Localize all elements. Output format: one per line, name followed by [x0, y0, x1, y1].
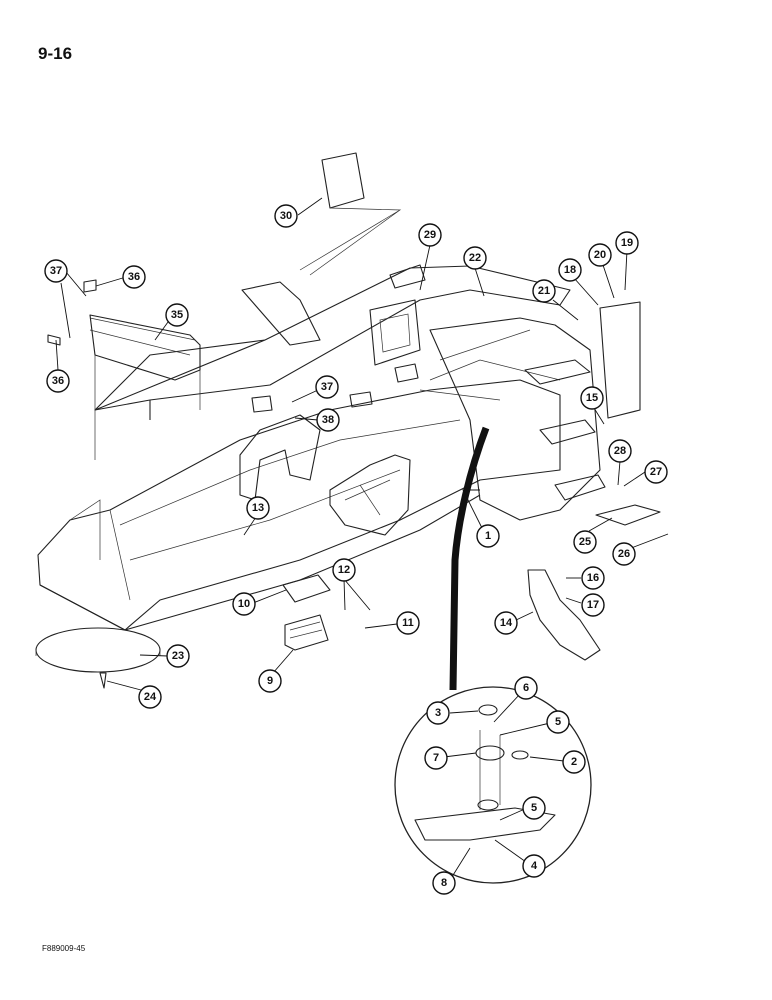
svg-text:38: 38 — [322, 414, 334, 426]
svg-text:23: 23 — [172, 650, 184, 662]
step-tread-middle — [539, 419, 596, 445]
callout-5-bottom: 5 — [522, 796, 546, 820]
callout-2: 2 — [562, 750, 586, 774]
svg-text:17: 17 — [587, 599, 599, 611]
panel-30 — [321, 152, 365, 209]
callout-19: 19 — [615, 231, 639, 255]
page-number: 9-16 — [38, 44, 73, 63]
callout-15: 15 — [580, 386, 604, 410]
svg-text:36: 36 — [128, 271, 140, 283]
callout-25: 25 — [573, 530, 597, 554]
svg-text:22: 22 — [469, 252, 481, 264]
callout-37-top: 37 — [44, 259, 68, 283]
callout-9: 9 — [258, 669, 282, 693]
detail-circle — [394, 686, 592, 884]
svg-text:15: 15 — [586, 392, 598, 404]
callout-11: 11 — [396, 611, 420, 635]
callout-17: 17 — [581, 593, 605, 617]
callout-1: 1 — [476, 524, 500, 548]
callout-5-top: 5 — [546, 710, 570, 734]
callout-13: 13 — [246, 496, 270, 520]
step-tread-lower — [554, 474, 606, 501]
plate-25 — [595, 504, 661, 526]
disc-23 — [35, 627, 161, 673]
svg-text:24: 24 — [144, 691, 157, 703]
callout-10: 10 — [232, 592, 256, 616]
door-panel-18 — [599, 301, 641, 419]
callout-38: 38 — [316, 408, 340, 432]
callout-24: 24 — [138, 685, 162, 709]
callout-8: 8 — [432, 871, 456, 895]
callout-4: 4 — [522, 854, 546, 878]
svg-text:37: 37 — [50, 265, 62, 277]
svg-text:29: 29 — [424, 229, 436, 241]
callout-37-mid: 37 — [315, 375, 339, 399]
callout-21: 21 — [532, 279, 556, 303]
svg-text:36: 36 — [52, 375, 64, 387]
detail-pointer — [449, 426, 490, 691]
svg-text:35: 35 — [171, 309, 183, 321]
callout-20: 20 — [588, 243, 612, 267]
step-10 — [282, 574, 331, 603]
callout-36-top: 36 — [122, 265, 146, 289]
callout-26: 26 — [612, 542, 636, 566]
svg-text:18: 18 — [564, 264, 576, 276]
svg-text:7: 7 — [433, 752, 439, 764]
svg-text:14: 14 — [500, 617, 513, 629]
svg-text:4: 4 — [531, 860, 538, 872]
svg-text:11: 11 — [402, 617, 414, 629]
callout-3: 3 — [426, 701, 450, 725]
callout-7: 7 — [424, 746, 448, 770]
callout-27: 27 — [644, 460, 668, 484]
callout-22: 22 — [463, 246, 487, 270]
beam-35 — [89, 314, 201, 381]
step-tread-upper — [524, 359, 591, 385]
svg-text:30: 30 — [280, 210, 292, 222]
callout-29: 29 — [418, 223, 442, 247]
svg-text:13: 13 — [252, 502, 264, 514]
svg-text:5: 5 — [555, 716, 561, 728]
callout-12: 12 — [332, 558, 356, 582]
svg-text:16: 16 — [587, 572, 599, 584]
svg-text:26: 26 — [618, 548, 630, 560]
step-9 — [284, 614, 329, 651]
svg-text:25: 25 — [579, 536, 591, 548]
main-frame-upper-rail — [94, 265, 571, 411]
svg-text:3: 3 — [435, 707, 441, 719]
svg-text:10: 10 — [238, 598, 250, 610]
callout-18: 18 — [558, 258, 582, 282]
frame-line-art — [35, 152, 661, 884]
svg-text:8: 8 — [441, 877, 447, 889]
callout-28: 28 — [608, 439, 632, 463]
svg-text:21: 21 — [538, 285, 550, 297]
svg-text:1: 1 — [485, 530, 491, 542]
leader-lines — [55, 197, 669, 881]
svg-text:19: 19 — [621, 237, 633, 249]
callout-35: 35 — [165, 303, 189, 327]
callout-23: 23 — [166, 644, 190, 668]
svg-text:12: 12 — [338, 564, 350, 576]
svg-text:6: 6 — [523, 682, 529, 694]
svg-text:20: 20 — [594, 249, 606, 261]
rear-frame-section — [429, 317, 601, 521]
callout-16: 16 — [581, 566, 605, 590]
callout-36-left: 36 — [46, 369, 70, 393]
svg-text:27: 27 — [650, 466, 662, 478]
chassis-frame — [37, 379, 561, 631]
mount-plate — [414, 807, 556, 841]
callout-14: 14 — [494, 611, 518, 635]
callout-30: 30 — [274, 204, 298, 228]
bracket-14 — [527, 569, 601, 661]
svg-text:9: 9 — [267, 675, 273, 687]
svg-text:28: 28 — [614, 445, 626, 457]
svg-text:37: 37 — [321, 381, 333, 393]
svg-text:2: 2 — [571, 756, 577, 768]
figure-code: F889009-45 — [42, 944, 86, 953]
svg-text:5: 5 — [531, 802, 537, 814]
callout-6: 6 — [514, 676, 538, 700]
